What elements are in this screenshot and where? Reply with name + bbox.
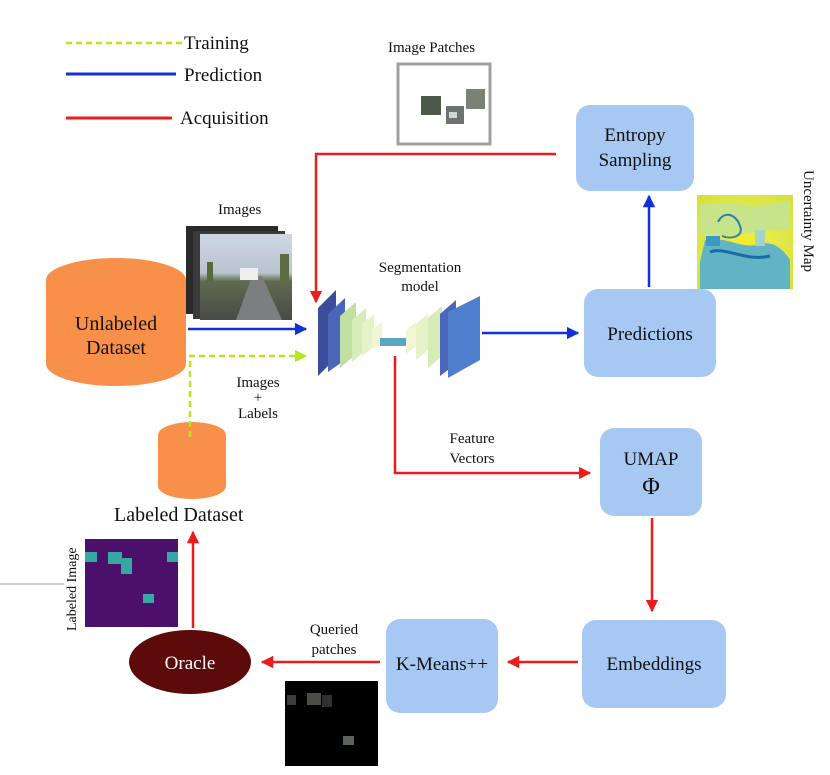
entropy-sampling-box: Entropy Sampling (576, 105, 694, 191)
images-stack (186, 226, 292, 320)
umap-phi-symbol: Φ (642, 474, 660, 500)
image-patches-label: Image Patches (388, 40, 475, 56)
kmeans-box: K-Means++ (386, 619, 498, 713)
legend-training-label: Training (184, 33, 249, 54)
images-labels-text: + (254, 390, 262, 406)
embeddings-box: Embeddings (582, 620, 726, 708)
images-labels-text: Images (236, 375, 279, 391)
umap-box: UMAP Φ (600, 428, 702, 516)
patch-thumbnail (466, 89, 485, 109)
umap-label: UMAP (624, 449, 679, 470)
oracle-label: Oracle (165, 653, 216, 674)
oracle-node: Oracle (129, 630, 251, 694)
segmentation-model-label: Segmentation (379, 260, 462, 276)
legend: Training Prediction Acquisition (66, 33, 269, 129)
unlabeled-dataset-label: Unlabeled (75, 313, 157, 335)
queried-patches-image (285, 681, 378, 766)
segmentation-model-label: model (401, 279, 439, 295)
labeled-dataset-label: Labeled Dataset (114, 504, 244, 526)
training-arrow (188, 349, 308, 437)
image-patches-box (396, 62, 492, 146)
labeled-image (85, 539, 178, 627)
acquisition-arrow (309, 152, 556, 304)
feature-vectors-label: Vectors (450, 451, 495, 467)
feature-vectors-label: Feature (450, 431, 495, 447)
images-label: Images (218, 202, 261, 218)
queried-patches-label: patches (312, 642, 357, 658)
predictions-label: Predictions (607, 324, 693, 345)
unlabeled-dataset-cylinder: Unlabeled Dataset (46, 258, 186, 386)
labeled-image-label: Labeled Image (65, 547, 80, 631)
segmentation-model-network (318, 290, 480, 378)
embeddings-label: Embeddings (607, 654, 702, 675)
entropy-sampling-label: Sampling (599, 150, 672, 171)
legend-acquisition-label: Acquisition (180, 108, 269, 129)
predictions-box: Predictions (584, 289, 716, 377)
acquisition-arrow (393, 356, 592, 480)
uncertainty-map (697, 195, 793, 289)
patch-thumbnail (421, 96, 441, 115)
unlabeled-dataset-label: Dataset (86, 337, 146, 359)
uncertainty-map-label: Uncertainty Map (800, 170, 816, 272)
legend-prediction-label: Prediction (184, 65, 263, 86)
queried-patches-label: Queried (310, 622, 359, 638)
labeled-dataset-cylinder (158, 422, 226, 499)
entropy-sampling-label: Entropy (604, 125, 666, 146)
images-labels-text: Labels (238, 406, 278, 422)
kmeans-label: K-Means++ (396, 654, 488, 675)
